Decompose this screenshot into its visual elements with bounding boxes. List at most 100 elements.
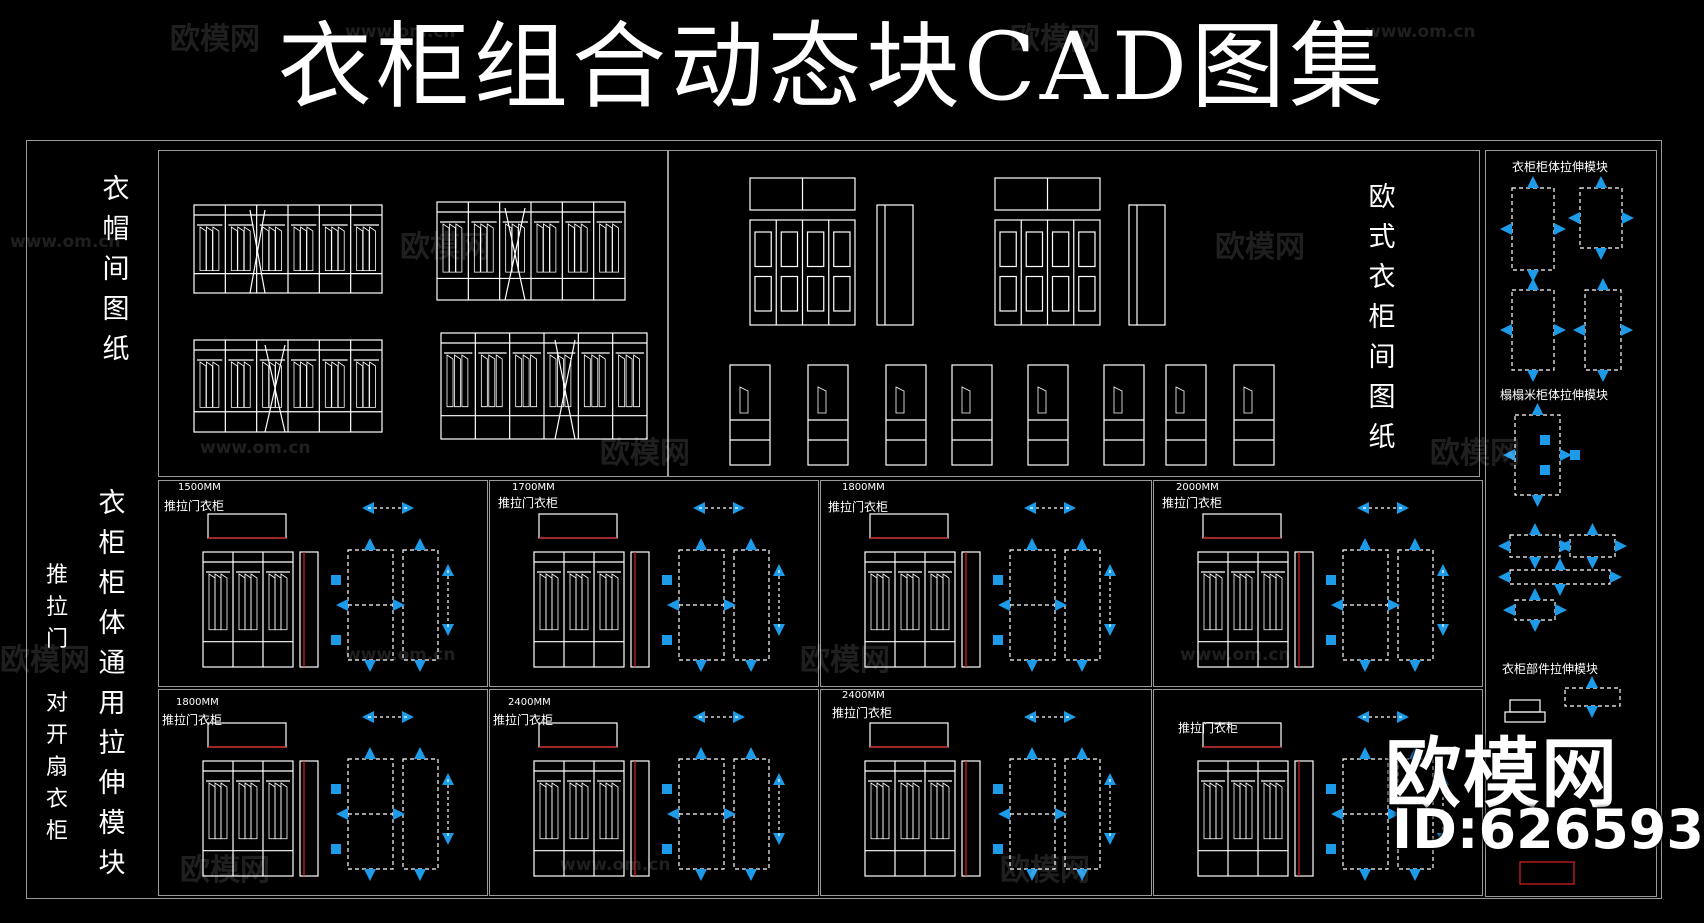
grip-arrow <box>336 808 348 820</box>
wardrobe-elevation <box>1197 551 1289 668</box>
label-char: 柜 <box>98 528 126 559</box>
door-panel <box>806 231 825 268</box>
label-char: 块 <box>98 848 126 879</box>
grip-arrow <box>1527 370 1539 382</box>
grip-arrow <box>773 833 785 845</box>
label-char: 伸 <box>98 768 126 799</box>
garment <box>1243 386 1253 414</box>
small-cabinet <box>1233 364 1275 466</box>
grip-arrow <box>364 660 376 672</box>
garment <box>936 573 944 631</box>
panel-frame-5 <box>158 689 488 896</box>
side-view <box>961 551 981 668</box>
title-block <box>1519 861 1575 885</box>
garment <box>1203 782 1211 840</box>
garment <box>473 223 481 273</box>
garment <box>569 573 577 631</box>
garment <box>1113 386 1123 414</box>
panel-1-label: 推拉门衣柜 <box>164 499 225 513</box>
label-char: 模 <box>98 808 126 839</box>
garment <box>274 573 282 631</box>
garment <box>505 223 513 273</box>
cad-drawing-layer <box>193 176 1634 885</box>
universal-module-label: 衣柜柜体通用拉伸模块 <box>92 484 132 884</box>
garment <box>306 361 314 408</box>
grip-arrow <box>733 711 745 723</box>
grip-arrow <box>1498 571 1510 583</box>
garment <box>581 782 589 840</box>
stretch-module <box>1514 414 1561 496</box>
stretch-module <box>1509 569 1611 585</box>
garment <box>1275 782 1283 840</box>
wardrobe-elevation <box>1197 760 1289 877</box>
garment <box>206 226 213 271</box>
garment <box>511 223 519 273</box>
stretch-module-label: 衣柜柜体拉伸模块 <box>1512 160 1609 174</box>
plan-view <box>538 722 618 748</box>
garment <box>461 354 469 408</box>
garment <box>230 226 238 271</box>
grip-arrow <box>1064 502 1076 514</box>
grip-arrow <box>1437 833 1449 845</box>
panel-frame-4 <box>1153 480 1483 687</box>
grip-arrow <box>773 624 785 636</box>
panel-4-size: 2000MM <box>1176 482 1219 493</box>
grip-arrow <box>1500 223 1512 235</box>
sliding-door-label: 推拉门 <box>40 560 74 656</box>
garment <box>356 226 364 271</box>
garment <box>605 782 613 840</box>
garment <box>930 782 938 840</box>
garment <box>906 782 914 840</box>
garment <box>243 226 251 271</box>
door-panel <box>1025 275 1044 312</box>
garment <box>442 223 450 273</box>
door-panel <box>833 275 851 312</box>
grip-square <box>1540 435 1550 445</box>
grip-square <box>1326 575 1336 585</box>
grip-arrow <box>1597 370 1609 382</box>
garment <box>262 226 270 271</box>
grip-arrow <box>1527 270 1539 282</box>
label-char: 门 <box>45 627 68 652</box>
grip-square <box>331 635 341 645</box>
watermark-url: www.om.cn <box>1180 645 1291 665</box>
garment <box>1239 782 1247 840</box>
door-panel <box>780 231 799 268</box>
garment <box>605 223 613 273</box>
garment <box>580 223 588 273</box>
grip-arrow <box>1621 324 1633 336</box>
small-cabinet <box>807 364 849 466</box>
grip-arrow <box>695 747 707 759</box>
grip-arrow <box>1397 711 1409 723</box>
garment <box>543 223 550 273</box>
side-view <box>1294 760 1314 877</box>
grip-arrow <box>1586 676 1598 688</box>
grip-arrow <box>724 599 736 611</box>
grip-arrow <box>1573 324 1585 336</box>
grip-arrow <box>393 808 405 820</box>
grip-arrow <box>1610 571 1622 583</box>
grip-arrow <box>1595 248 1607 260</box>
side-view <box>299 551 319 668</box>
panel-5-label: 推拉门衣柜 <box>162 713 223 727</box>
label-char: 柜 <box>1368 302 1396 333</box>
garment <box>942 782 950 840</box>
garment <box>199 361 207 408</box>
grip-arrow <box>1531 495 1544 507</box>
garment <box>591 354 599 408</box>
grip-arrow <box>1359 660 1371 672</box>
grip-arrow <box>1615 540 1627 552</box>
grip-arrow <box>364 747 376 759</box>
grip-arrow <box>1026 660 1038 672</box>
panel-frame-7 <box>820 689 1152 896</box>
garment <box>362 361 370 408</box>
grip-arrow <box>1529 620 1541 632</box>
side-view <box>630 551 650 668</box>
label-char: 间 <box>1368 342 1396 373</box>
garment <box>214 573 222 631</box>
grip-arrow <box>1388 599 1400 611</box>
garment <box>300 226 307 271</box>
grip-arrow <box>1076 747 1088 759</box>
garment <box>545 573 553 631</box>
garment <box>1037 386 1047 414</box>
